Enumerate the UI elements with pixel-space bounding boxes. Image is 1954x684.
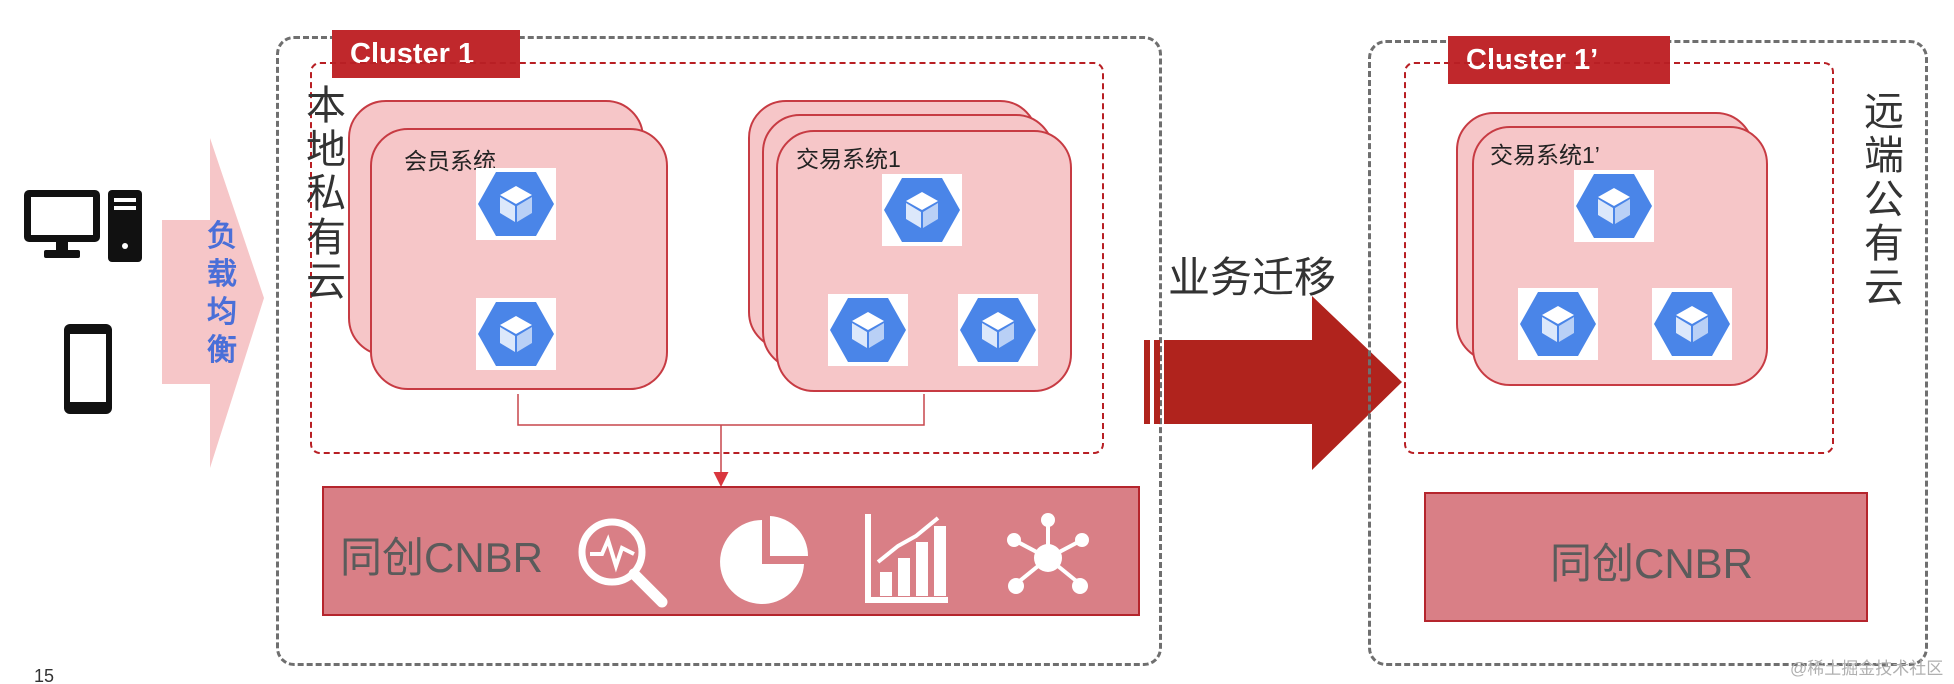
trade-node-right [958, 294, 1038, 366]
remote-cloud-label: 远端公有云 [1864, 90, 1904, 310]
load-balancer-arrow [162, 138, 264, 468]
trade-node-top [882, 174, 962, 246]
cube-node-icon [1520, 292, 1596, 356]
page-number: 15 [34, 668, 55, 684]
trade-node-left [828, 294, 908, 366]
remote-node-top [1574, 170, 1654, 242]
remote-cnbr-label: 同创CNBR [1550, 540, 1754, 587]
load-balancer-label: 负载均衡 [207, 220, 237, 367]
desktop-computer-icon [22, 186, 144, 264]
local-cnbr-label: 同创CNBR [340, 534, 544, 581]
remote-cluster-tag: Cluster 1’ [1448, 36, 1670, 84]
cube-node-icon [830, 298, 906, 362]
mobile-phone-icon [62, 322, 114, 416]
remote-cluster-inner [1404, 62, 1834, 454]
trade-system-label: 交易系统1 [796, 146, 901, 172]
migration-arrow [1144, 296, 1402, 470]
remote-node-right [1652, 288, 1732, 360]
remote-node-left [1518, 288, 1598, 360]
local-cluster-frame [276, 36, 1162, 666]
member-node-bottom [476, 298, 556, 370]
remote-trade-label: 交易系统1’ [1490, 142, 1600, 168]
cube-node-icon [478, 172, 554, 236]
local-cloud-label: 本地私有云 [306, 84, 346, 304]
cube-node-icon [478, 302, 554, 366]
local-cluster-inner [310, 62, 1104, 454]
local-cluster-tag: Cluster 1 [332, 30, 520, 78]
migration-label: 业务迁移 [1168, 254, 1337, 301]
watermark: @稀土掘金技术社区 [1790, 659, 1944, 678]
cube-node-icon [960, 298, 1036, 362]
monitor-search-icon [574, 512, 670, 608]
cube-node-icon [1654, 292, 1730, 356]
cube-node-icon [884, 178, 960, 242]
member-node-top [476, 168, 556, 240]
remote-cnbr-bar [1424, 492, 1868, 622]
bar-chart-icon [864, 512, 950, 604]
network-icon [1002, 512, 1094, 604]
pie-chart-icon [718, 514, 810, 606]
cube-node-icon [1576, 174, 1652, 238]
